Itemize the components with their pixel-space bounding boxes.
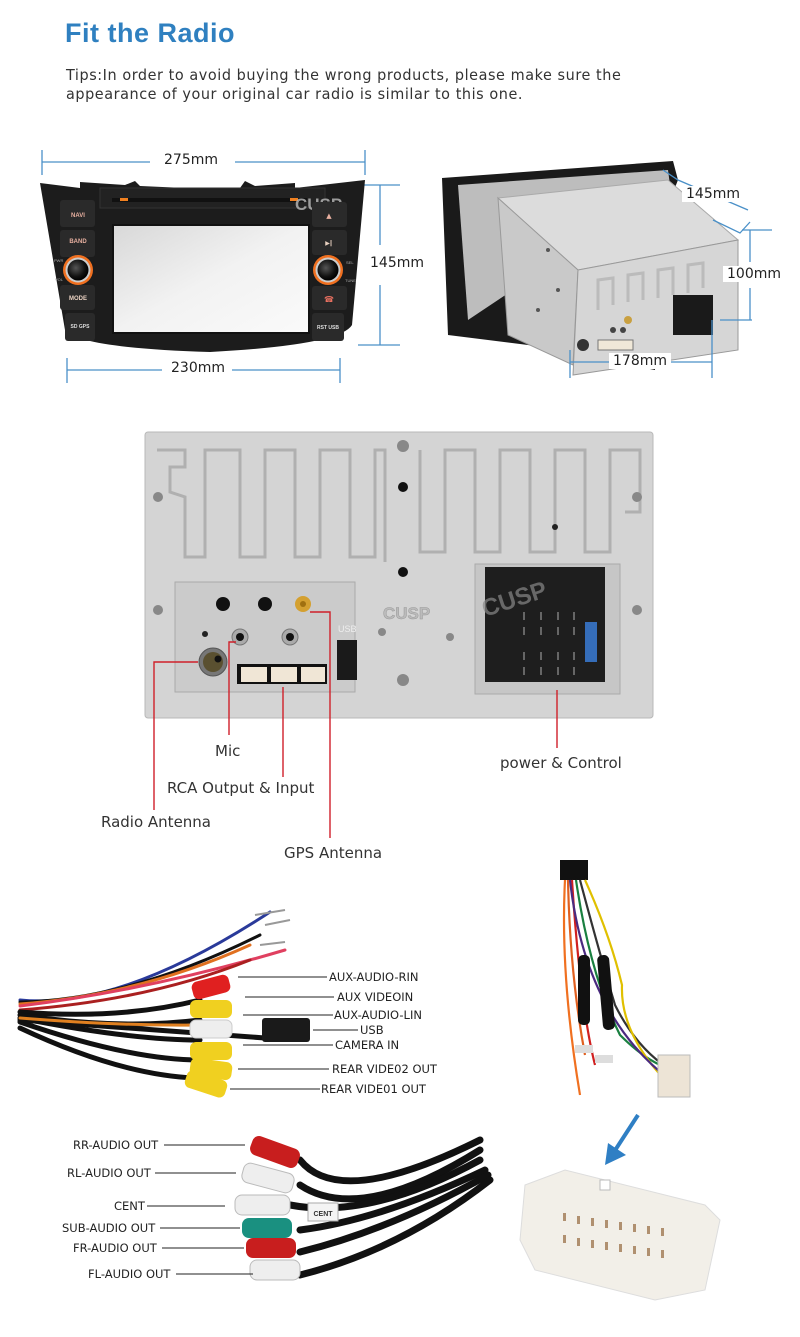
rca-callout: RCA Output & Input xyxy=(167,779,315,797)
cent-tag-label: CENT xyxy=(313,1211,333,1218)
front-width-top: 275mm xyxy=(160,152,222,168)
rst-usb-button[interactable]: RST USB xyxy=(317,325,339,331)
power-control-callout: power & Control xyxy=(500,754,622,772)
label-cent: CENT xyxy=(114,1199,145,1213)
page-title: Fit the Radio xyxy=(65,18,235,48)
label-rear-video1-out: REAR VIDE01 OUT xyxy=(321,1082,426,1096)
back-panel-image: CUSP CUSP USB xyxy=(144,431,654,719)
pwr-label: PWR xyxy=(54,258,63,263)
label-fr-audio-out: FR-AUDIO OUT xyxy=(73,1241,157,1255)
power-harness-image xyxy=(560,860,691,1098)
play-pause-button[interactable]: ▶‖ xyxy=(325,240,333,247)
mode-button[interactable]: MODE xyxy=(69,296,87,302)
rca-plugs-output xyxy=(234,1136,301,1281)
front-dimension-lines xyxy=(41,150,400,383)
sd-gps-button[interactable]: SD GPS xyxy=(71,324,91,330)
label-sub-audio-out: SUB-AUDIO OUT xyxy=(62,1221,156,1235)
heatsink-fins xyxy=(157,448,642,562)
volume-knob[interactable] xyxy=(67,259,89,281)
usb-plug xyxy=(262,1018,310,1042)
side-dimension-lines xyxy=(569,229,772,378)
usb-label: USB xyxy=(338,624,357,634)
panel-brand-embossed: CUSP xyxy=(383,604,430,623)
radio-front-image: CUSP NAVI BAND MODE SD GPS PWR VOL ▲ ▶‖ … xyxy=(40,180,365,352)
label-fl-audio-out: FL-AUDIO OUT xyxy=(88,1267,171,1281)
label-aux-audio-rin: AUX-AUDIO-RIN xyxy=(329,970,419,984)
sel-label: SEL xyxy=(346,260,354,265)
gps-antenna-callout: GPS Antenna xyxy=(284,844,383,862)
band-button[interactable]: BAND xyxy=(69,239,87,245)
input-cable-image xyxy=(17,909,310,1098)
harness-plug xyxy=(657,1054,691,1098)
mic-callout: Mic xyxy=(215,742,241,760)
car-connector-image xyxy=(519,1169,721,1301)
radio-side-image xyxy=(442,161,751,376)
label-rr-audio-out: RR-AUDIO OUT xyxy=(73,1138,159,1152)
label-camera-in: CAMERA IN xyxy=(335,1038,400,1052)
tune-knob[interactable] xyxy=(317,259,339,281)
phone-button[interactable]: ☎ xyxy=(324,295,334,304)
label-rear-video2-out: REAR VIDE02 OUT xyxy=(332,1062,437,1076)
side-height: 100mm xyxy=(723,266,785,282)
label-aux-audio-lin: AUX-AUDIO-LIN xyxy=(334,1008,422,1022)
label-aux-videoin: AUX VIDEOIN xyxy=(337,990,414,1004)
eject-button[interactable]: ▲ xyxy=(326,212,332,220)
label-rl-audio-out: RL-AUDIO OUT xyxy=(67,1166,151,1180)
front-height: 145mm xyxy=(366,255,428,271)
vol-label: VOL xyxy=(55,277,64,282)
front-width-bottom: 230mm xyxy=(167,360,229,376)
side-width: 178mm xyxy=(609,353,671,369)
cent-tag xyxy=(307,1202,339,1222)
navi-button[interactable]: NAVI xyxy=(71,213,85,219)
fuse xyxy=(585,622,597,662)
radio-antenna-callout: Radio Antenna xyxy=(101,813,212,831)
left-button-column xyxy=(60,200,95,341)
callout-lines xyxy=(153,611,558,838)
tune-label: TUNE xyxy=(345,278,356,283)
rca-plugs-input xyxy=(184,974,233,1098)
right-button-column xyxy=(312,202,347,341)
output-cable-image: CENT xyxy=(234,1136,494,1281)
down-arrow-icon xyxy=(605,1113,640,1165)
side-depth: 145mm xyxy=(682,186,744,202)
tips-text: Tips:In order to avoid buying the wrong … xyxy=(66,66,622,103)
label-usb: USB xyxy=(360,1023,384,1037)
usb-port xyxy=(337,640,357,680)
